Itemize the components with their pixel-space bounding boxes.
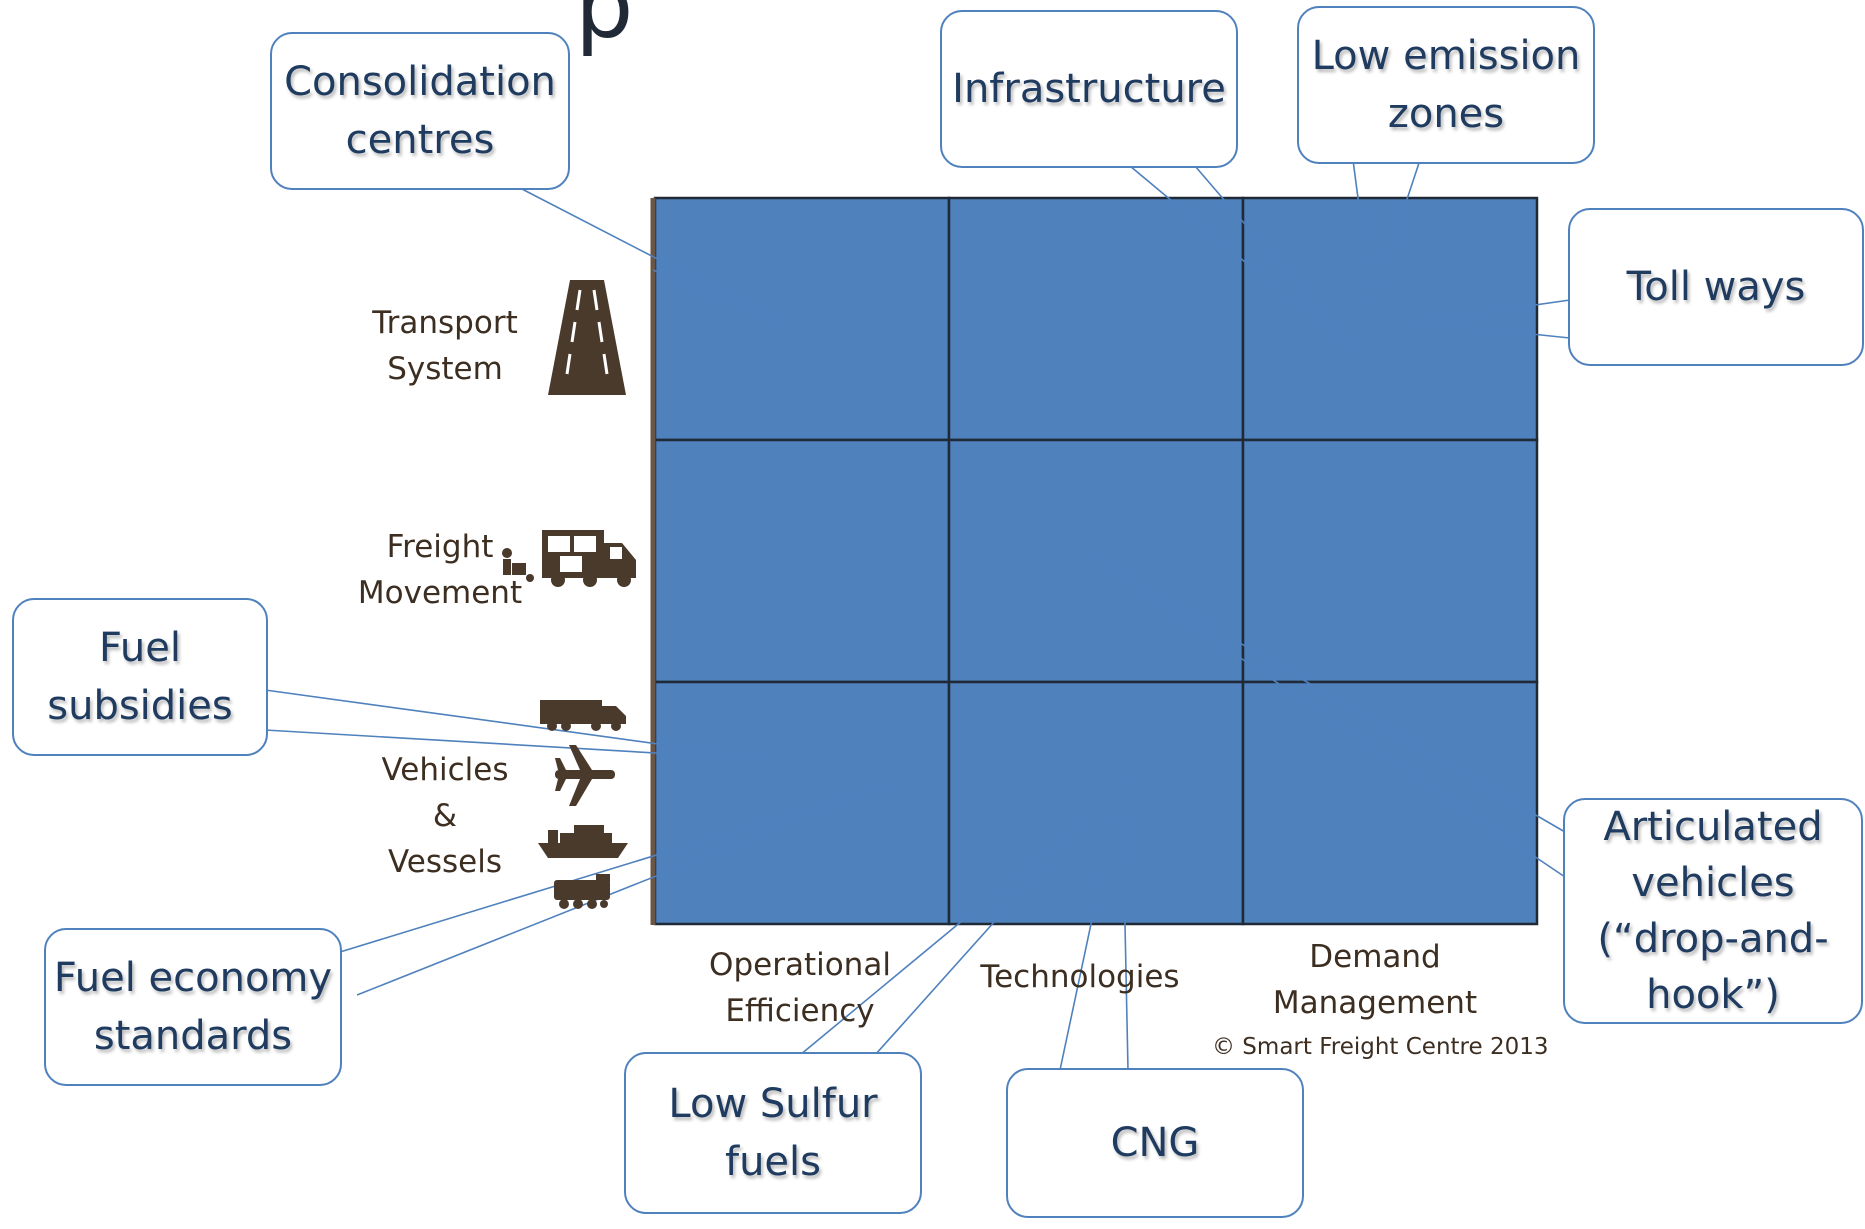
page-title: p [575, 0, 634, 59]
leader-toll-ways [1414, 299, 1571, 339]
delivery-truck-icon [502, 530, 636, 587]
column-label-operational-efficiency: Operational Efficiency [709, 947, 891, 1029]
leader-fuel-economy [339, 784, 886, 996]
ship-icon [538, 825, 628, 858]
callout-articulated-vehicles: Articulated vehicles (“drop-and- hook”) [1563, 798, 1863, 1024]
callout-low-sulfur-fuels: Low Sulfur fuels [624, 1052, 922, 1214]
row-label-vehicles-vessels: Vehicles & Vessels [381, 752, 509, 880]
grid-cell-vehicles-demand [1241, 680, 1539, 926]
callout-fuel-economy-standards: Fuel economy standards [44, 928, 342, 1086]
callout-infrastructure: Infrastructure [940, 10, 1238, 168]
row-label-transport-system: Transport System [372, 305, 518, 387]
grid-cell-freight-demand [1241, 438, 1539, 684]
grid-cell-transport-demand [1241, 196, 1539, 442]
column-label-technologies: Technologies [980, 959, 1180, 995]
grid-cell-vehicles-technologies [947, 680, 1245, 926]
road-icon [548, 280, 626, 395]
callout-cng: CNG [1006, 1068, 1304, 1218]
leader-consolidation [519, 187, 796, 331]
leader-low-emission [1352, 159, 1421, 306]
leader-infrastructure [1129, 165, 1361, 359]
callout-toll-ways: Toll ways [1568, 208, 1864, 366]
leader-articulated [1084, 552, 1566, 878]
callout-fuel-subsidies: Fuel subsidies [12, 598, 268, 756]
callout-consolidation-centres: Consolidation centres [270, 32, 570, 190]
grid-cell-transport-technologies [947, 196, 1245, 442]
train-icon [554, 874, 610, 909]
leader-low-sulfur [799, 814, 1091, 1056]
copyright-notice: © Smart Freight Centre 2013 [1212, 1034, 1549, 1060]
leader-fuel-subsidies [264, 689, 776, 761]
policy-grid [650, 196, 1539, 926]
truck-icon [540, 700, 626, 731]
grid-cell-vehicles-operational [653, 680, 951, 926]
airplane-icon [555, 745, 615, 806]
leader-cng [1059, 777, 1129, 1071]
callout-low-emission-zones: Low emission zones [1297, 6, 1595, 164]
column-label-demand-management: Demand Management [1272, 939, 1478, 1021]
grid-cell-freight-operational [653, 438, 951, 684]
grid-cell-transport-operational [653, 196, 951, 442]
row-label-freight-movement: Freight Movement [357, 529, 523, 611]
callout-leaders [264, 159, 1571, 1071]
